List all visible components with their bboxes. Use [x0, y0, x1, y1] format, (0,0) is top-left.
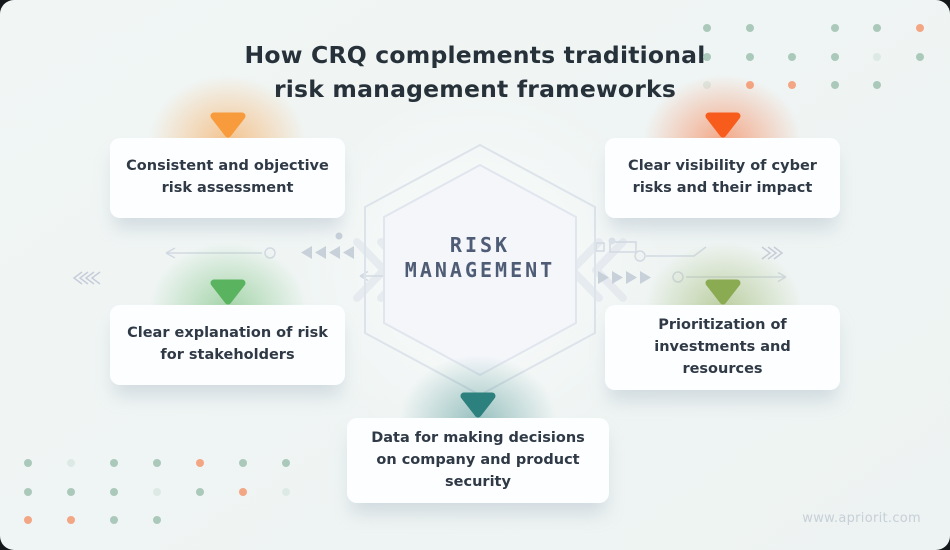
decorative-dot	[24, 459, 32, 467]
decorative-dot	[873, 24, 881, 32]
card-group-cyber-visibility: Clear visibility of cyber risks and thei…	[605, 66, 840, 218]
decorative-dot	[153, 487, 161, 496]
decorative-dot	[830, 24, 839, 32]
decorative-dot	[110, 459, 118, 467]
info-card: Prioritization of investments and resour…	[605, 305, 840, 391]
decorative-dot	[239, 459, 247, 467]
decorative-dot	[24, 487, 32, 496]
down-arrow-icon	[705, 279, 740, 305]
hexagon-label: RISK MANAGEMENT	[340, 233, 620, 283]
info-card: Clear visibility of cyber risks and thei…	[605, 138, 840, 218]
decorative-dot	[24, 516, 32, 524]
card-text: Data for making decisions on company and…	[371, 430, 585, 490]
title-line-1: How CRQ complements traditional	[244, 41, 706, 69]
card-text: Prioritization of investments and resour…	[654, 317, 791, 377]
card-group-decision-data: Data for making decisions on company and…	[347, 346, 609, 504]
info-card: Data for making decisions on company and…	[347, 418, 609, 504]
hexagon-label-line-1: RISK	[449, 233, 511, 257]
card-group-consistent-assessment: Consistent and objective risk assessment	[110, 66, 345, 218]
decorative-dot	[196, 487, 204, 496]
decorative-dot	[110, 487, 118, 496]
title-line-2: risk management frameworks	[273, 75, 677, 103]
decorative-dot	[282, 487, 290, 496]
down-arrow-icon	[705, 112, 740, 138]
decorative-dot	[67, 459, 75, 467]
card-group-risk-explanation: Clear explanation of risk for stakeholde…	[110, 233, 345, 385]
decorative-dot	[915, 24, 924, 32]
watermark: www.apriorit.com	[802, 511, 921, 526]
decorative-dot	[196, 459, 204, 467]
decorative-dot	[239, 487, 247, 496]
dot-grid-bottom-left	[24, 459, 304, 529]
decorative-dot	[67, 516, 75, 524]
card-text: Consistent and objective risk assessment	[126, 158, 329, 196]
decorative-dot	[153, 459, 161, 467]
down-arrow-icon	[210, 112, 245, 138]
card-group-prioritization: Prioritization of investments and resour…	[605, 233, 840, 391]
page-title: How CRQ complements traditional risk man…	[0, 38, 950, 106]
decorative-dot	[282, 459, 290, 467]
hexagon-label-line-2: MANAGEMENT	[404, 258, 556, 282]
info-card: Consistent and objective risk assessment	[110, 138, 345, 218]
decorative-dot	[745, 24, 754, 32]
decorative-dot	[67, 487, 75, 496]
info-card: Clear explanation of risk for stakeholde…	[110, 305, 345, 385]
decorative-dot	[703, 24, 711, 32]
down-arrow-icon	[460, 392, 496, 418]
card-text: Clear visibility of cyber risks and thei…	[628, 158, 817, 196]
decorative-dot	[110, 516, 118, 524]
decorative-dot	[153, 516, 161, 524]
card-text: Clear explanation of risk for stakeholde…	[127, 325, 328, 363]
down-arrow-icon	[210, 279, 245, 305]
